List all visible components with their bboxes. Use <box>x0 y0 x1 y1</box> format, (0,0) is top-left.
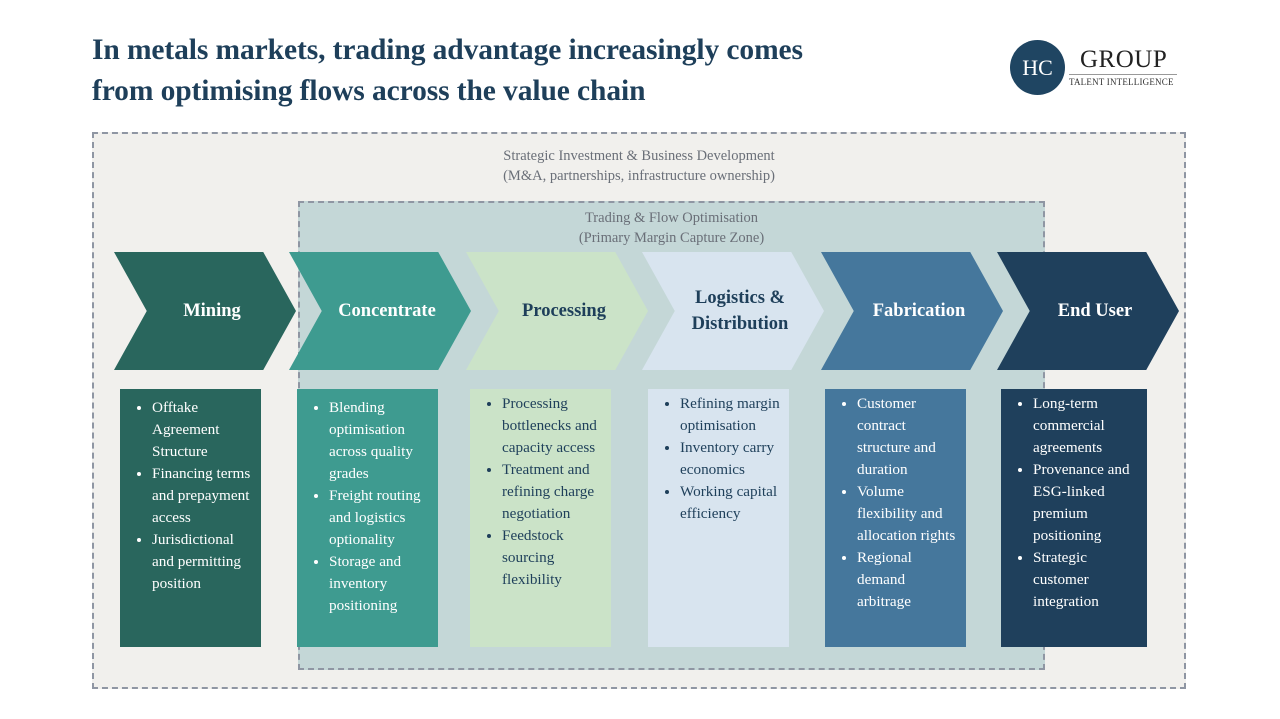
stage-card-mining: Offtake Agreement Structure Financing te… <box>120 389 261 647</box>
inner-zone-subtitle: (Primary Margin Capture Zone) <box>578 230 765 246</box>
card-item: Financing terms and prepayment access <box>152 463 257 529</box>
card-item: Long-term commercial agreements <box>1033 393 1143 459</box>
card-item: Feedstock sourcing flexibility <box>502 525 607 591</box>
stage-chevron-processing: Processing <box>466 252 648 370</box>
company-logo: HC GROUP TALENT INTELLIGENCE <box>1010 40 1190 98</box>
stage-label: Processing <box>522 301 606 321</box>
stage-chevron-end-user: End User <box>997 252 1179 370</box>
stage-card-processing: Processing bottlenecks and capacity acce… <box>470 389 611 647</box>
outer-zone-subtitle: (M&A, partnerships, infrastructure owner… <box>503 168 775 184</box>
strategic-investment-label: Strategic Investment & Business Developm… <box>92 146 1186 186</box>
card-item: Offtake Agreement Structure <box>152 397 257 463</box>
card-item: Freight routing and logistics optionalit… <box>329 485 434 551</box>
outer-zone-title: Strategic Investment & Business Developm… <box>503 148 775 164</box>
stage-card-fabrication: Customer contract structure and duration… <box>825 389 966 647</box>
card-item: Inventory carry economics <box>680 437 785 481</box>
card-item: Processing bottlenecks and capacity acce… <box>502 393 607 459</box>
inner-zone-title: Trading & Flow Optimisation <box>584 210 759 226</box>
card-item: Storage and inventory positioning <box>329 551 434 617</box>
title-line-2: from optimising flows across the value c… <box>92 75 646 107</box>
stage-card-concentrate: Blending optimisation across quality gra… <box>297 389 438 647</box>
card-item: Regional demand arbitrage <box>857 547 962 613</box>
stage-card-logistics: Refining margin optimisation Inventory c… <box>648 389 789 647</box>
stage-label: Logistics & Distribution <box>691 288 789 334</box>
card-item: Provenance and ESG-linked premium positi… <box>1033 459 1143 547</box>
card-item: Strategic customer integration <box>1033 547 1143 613</box>
card-item: Jurisdictional and permitting position <box>152 529 257 595</box>
card-item: Refining margin optimisation <box>680 393 785 437</box>
logo-monogram-icon: HC <box>1010 40 1065 95</box>
card-item: Volume flexibility and allocation rights <box>857 481 962 547</box>
card-item: Blending optimisation across quality gra… <box>329 397 434 485</box>
card-item: Treatment and refining charge negotiatio… <box>502 459 607 525</box>
stage-label: Concentrate <box>338 301 436 321</box>
card-item: Customer contract structure and duration <box>857 393 962 481</box>
stage-label: Mining <box>183 301 241 321</box>
trading-flow-label: Trading & Flow Optimisation (Primary Mar… <box>298 208 1045 248</box>
stage-label: End User <box>1057 301 1133 321</box>
card-item: Working capital efficiency <box>680 481 785 525</box>
logo-name: GROUP <box>1080 46 1168 73</box>
page-title: In metals markets, trading advantage inc… <box>92 30 912 112</box>
stage-label: Fabrication <box>872 301 966 321</box>
logo-divider <box>1069 74 1177 75</box>
logo-tagline: TALENT INTELLIGENCE <box>1069 77 1174 87</box>
title-line-1: In metals markets, trading advantage inc… <box>92 34 803 66</box>
stage-card-end-user: Long-term commercial agreements Provenan… <box>1001 389 1147 647</box>
